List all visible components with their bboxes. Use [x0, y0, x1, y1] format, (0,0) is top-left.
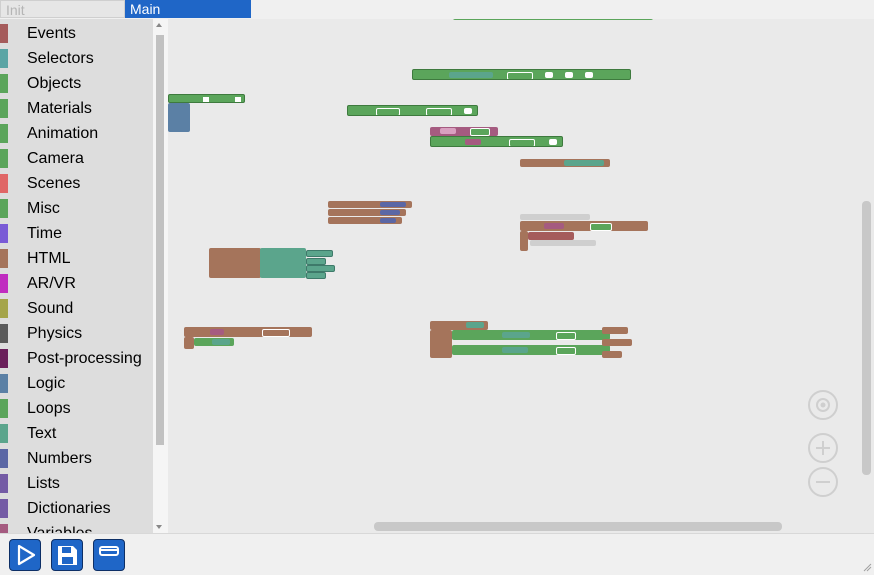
- category-ar-vr[interactable]: AR/VR: [0, 271, 153, 296]
- code-block[interactable]: [328, 201, 412, 208]
- run-button[interactable]: [9, 539, 41, 571]
- code-block[interactable]: [328, 217, 402, 224]
- code-block[interactable]: [306, 258, 326, 265]
- code-block[interactable]: [602, 351, 622, 358]
- code-block[interactable]: [430, 136, 563, 147]
- category-html[interactable]: HTML: [0, 246, 153, 271]
- save-icon: [58, 546, 77, 565]
- code-block[interactable]: [430, 321, 488, 330]
- code-block[interactable]: [184, 337, 194, 349]
- code-block[interactable]: [168, 94, 245, 103]
- code-block[interactable]: [430, 330, 452, 358]
- minus-icon: [816, 481, 830, 483]
- zoom-in-button[interactable]: [808, 433, 838, 463]
- code-block[interactable]: [452, 330, 610, 340]
- category-text[interactable]: Text: [0, 421, 153, 446]
- code-block[interactable]: [194, 338, 234, 346]
- tab-init[interactable]: Init: [0, 0, 125, 18]
- resize-grip-icon[interactable]: [862, 562, 872, 572]
- category-sound[interactable]: Sound: [0, 296, 153, 321]
- code-block[interactable]: [347, 105, 478, 116]
- scroll-down-icon[interactable]: [156, 525, 162, 529]
- category-events[interactable]: Events: [0, 21, 153, 46]
- code-block[interactable]: [306, 272, 326, 279]
- category-numbers[interactable]: Numbers: [0, 446, 153, 471]
- category-dictionaries[interactable]: Dictionaries: [0, 496, 153, 521]
- code-block[interactable]: [520, 159, 610, 167]
- category-time[interactable]: Time: [0, 221, 153, 246]
- code-block[interactable]: [260, 248, 306, 278]
- category-selectors[interactable]: Selectors: [0, 46, 153, 71]
- window-icon: [99, 546, 119, 556]
- zoom-out-button[interactable]: [808, 467, 838, 497]
- code-block[interactable]: [528, 232, 574, 240]
- category-lists[interactable]: Lists: [0, 471, 153, 496]
- category-animation[interactable]: Animation: [0, 121, 153, 146]
- toolbox: Events Selectors Objects Materials Anima…: [0, 19, 153, 533]
- category-misc[interactable]: Misc: [0, 196, 153, 221]
- category-physics[interactable]: Physics: [0, 321, 153, 346]
- plus-icon: [816, 441, 830, 455]
- category-loops[interactable]: Loops: [0, 396, 153, 421]
- workspace-vertical-scrollbar[interactable]: [862, 201, 871, 475]
- code-block[interactable]: [412, 69, 631, 80]
- category-objects[interactable]: Objects: [0, 71, 153, 96]
- window-button[interactable]: [93, 539, 125, 571]
- category-post-processing[interactable]: Post-processing: [0, 346, 153, 371]
- code-block[interactable]: [168, 103, 190, 132]
- tab-main[interactable]: Main: [125, 0, 251, 18]
- code-block[interactable]: [520, 231, 528, 251]
- workspace-horizontal-scrollbar[interactable]: [374, 522, 782, 531]
- target-icon: [816, 398, 830, 412]
- code-block[interactable]: [430, 127, 498, 136]
- play-icon: [17, 544, 36, 566]
- code-block[interactable]: [452, 345, 610, 355]
- category-scenes[interactable]: Scenes: [0, 171, 153, 196]
- code-block[interactable]: [328, 209, 406, 216]
- save-button[interactable]: [51, 539, 83, 571]
- category-materials[interactable]: Materials: [0, 96, 153, 121]
- toolbox-scroll-thumb[interactable]: [156, 35, 164, 445]
- toolbox-scrollbar[interactable]: [153, 19, 168, 533]
- scroll-up-icon[interactable]: [156, 23, 162, 27]
- category-variables[interactable]: Variables: [0, 521, 153, 533]
- code-block[interactable]: [306, 250, 333, 257]
- recenter-button[interactable]: [808, 390, 838, 420]
- code-block[interactable]: [306, 265, 335, 272]
- code-block[interactable]: [453, 19, 653, 20]
- code-block[interactable]: [602, 339, 632, 346]
- code-block[interactable]: [602, 327, 628, 334]
- tab-bar: Init Main +: [0, 0, 874, 19]
- category-logic[interactable]: Logic: [0, 371, 153, 396]
- block-workspace[interactable]: [168, 19, 874, 533]
- code-block[interactable]: [209, 248, 261, 278]
- bottom-toolbar: [0, 533, 874, 574]
- code-block[interactable]: [520, 221, 648, 231]
- code-block[interactable]: [530, 240, 596, 246]
- category-camera[interactable]: Camera: [0, 146, 153, 171]
- code-block[interactable]: [520, 214, 590, 220]
- code-block[interactable]: [184, 327, 312, 337]
